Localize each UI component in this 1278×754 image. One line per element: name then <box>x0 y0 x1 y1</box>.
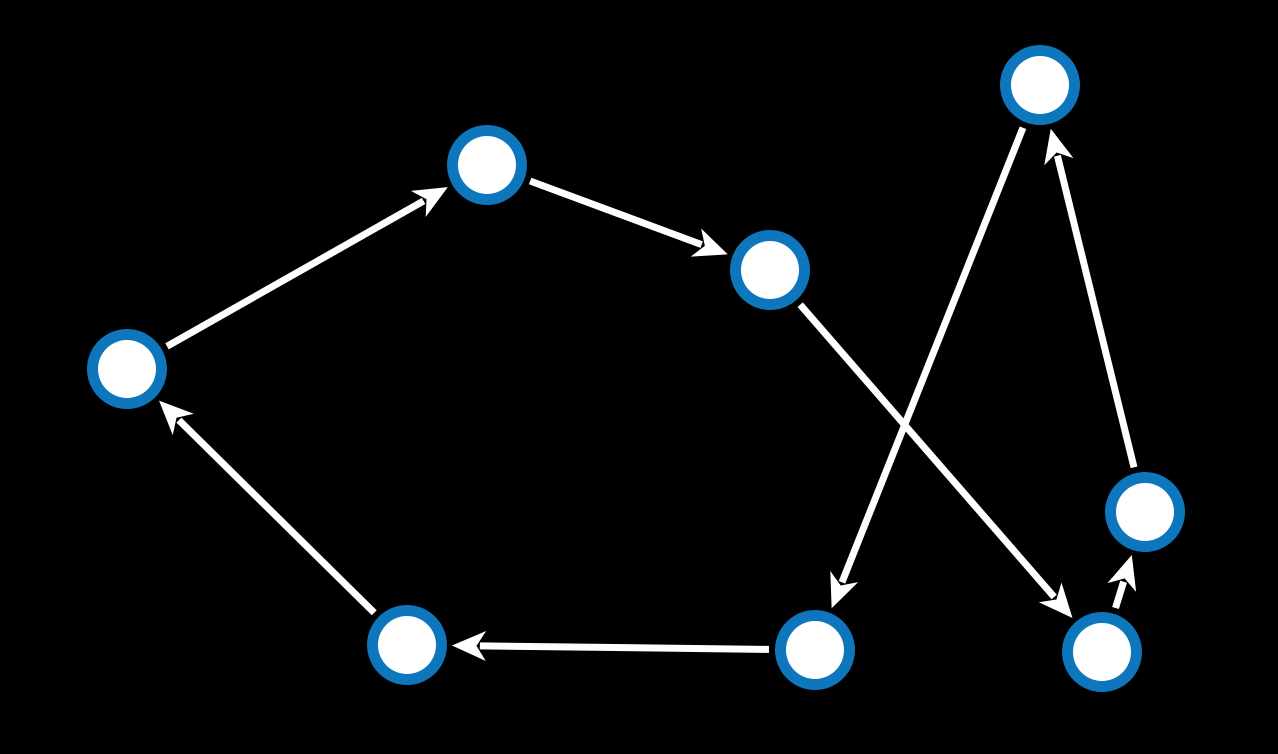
graph-arrowhead-n6-n1 <box>159 400 194 436</box>
node-core <box>98 340 156 398</box>
node-core <box>458 136 516 194</box>
node-core <box>1011 56 1069 114</box>
node-core <box>1073 623 1131 681</box>
graph-arrowhead-n1-n2 <box>410 187 448 217</box>
graph-node-n7[interactable] <box>775 610 855 690</box>
graph-edge-n7-n6 <box>479 642 770 653</box>
graph-arrowhead-n8-n5 <box>1107 555 1137 592</box>
graph-arrowhead-n7-n6 <box>451 630 487 661</box>
graph-arrowhead-n5-n4 <box>1044 128 1074 166</box>
node-core <box>378 616 436 674</box>
graph-edge-n3-n8 <box>797 302 1057 600</box>
graph-edge-n6-n1 <box>176 417 377 616</box>
graph-arrowhead-n2-n3 <box>690 228 728 257</box>
graph-node-n3[interactable] <box>730 230 810 310</box>
graph-node-n8[interactable] <box>1062 612 1142 692</box>
nodes-layer <box>87 45 1185 692</box>
node-core <box>1116 483 1174 541</box>
graph-edge-n2-n3 <box>528 177 703 248</box>
graph-node-n6[interactable] <box>367 605 447 685</box>
graph-node-n1[interactable] <box>87 329 167 409</box>
graph-edge-n4-n7 <box>838 126 1027 584</box>
node-core <box>786 621 844 679</box>
graph-edge-n1-n2 <box>165 197 426 350</box>
graph-arrowhead-n3-n8 <box>1038 582 1073 619</box>
graph-node-n5[interactable] <box>1105 472 1185 552</box>
graph-edge-n8-n5 <box>1112 580 1127 610</box>
graph-arrowhead-n4-n7 <box>830 571 859 609</box>
graph-edge-n5-n4 <box>1054 154 1138 469</box>
edges-layer <box>159 126 1138 661</box>
graph-node-n4[interactable] <box>1000 45 1080 125</box>
node-core <box>741 241 799 299</box>
graph-node-n2[interactable] <box>447 125 527 205</box>
